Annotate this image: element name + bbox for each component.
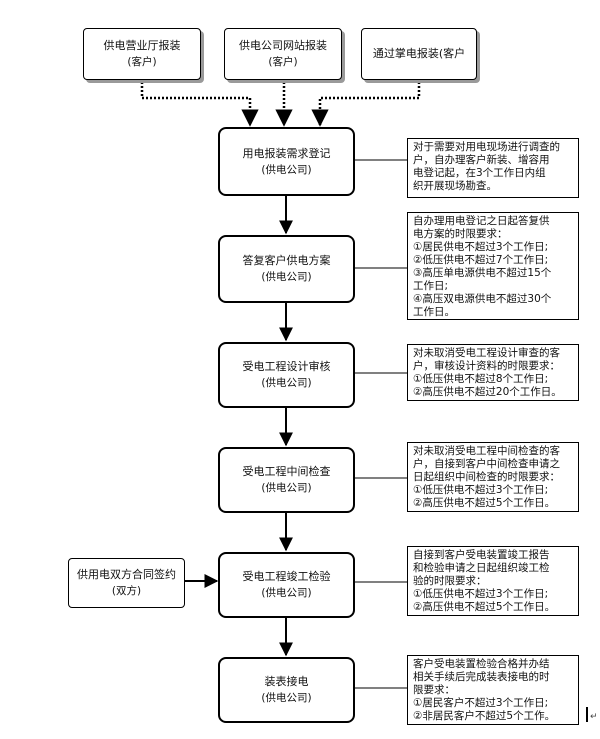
note-line: ①居民供电不超过3个工作日;	[413, 241, 549, 253]
step-label: 受电工程竣工检验	[242, 570, 331, 583]
step-sublabel: (供电公司)	[261, 271, 312, 283]
note-line: 户，自办理客户新装、增容用	[413, 154, 550, 166]
note-line: ②低压供电不超过7个工作日;	[413, 254, 549, 266]
source-label: 供电营业厅报装	[103, 39, 181, 52]
note-completion-inspection: 自接到客户受电装置竣工报告 和检验申请之日起组织竣工检 验的时限要求： ①低压供…	[407, 546, 579, 616]
step-sublabel: (供电公司)	[261, 163, 312, 176]
note-line: 日起组织中间检查的时限要求：	[413, 471, 560, 483]
paragraph-mark-icon: ↵	[590, 712, 598, 722]
note-line: 户，审核设计资料的时限要求：	[413, 360, 560, 372]
note-midway-inspection: 对未取消受电工程中间检查的客 户，自接到客户中间检查申请之 日起组织中间检查的时…	[407, 442, 579, 512]
note-line: ②高压供电不超过20个工作日。	[413, 386, 562, 398]
step-box-supply-plan: 答复客户供电方案 (供电公司)	[218, 235, 355, 303]
note-line: ①低压供电不超过3个工作日;	[413, 484, 549, 496]
note-line: ①低压供电不超过8个工作日;	[413, 373, 549, 385]
note-line: 工作日;	[413, 280, 449, 292]
step-box-design-review: 受电工程设计审核 (供电公司)	[218, 342, 355, 408]
note-design-review: 对未取消受电工程设计审查的客 户，审核设计资料的时限要求： ①低压供电不超过8个…	[407, 344, 579, 401]
step-box-completion-inspection: 受电工程竣工检验 (供电公司)	[218, 552, 355, 618]
text-cursor	[586, 707, 588, 722]
contract-label: 供用电双方合同签约	[77, 568, 176, 581]
note-line: 对未取消受电工程中间检查的客	[413, 445, 560, 457]
dotted-connector	[311, 82, 421, 127]
step-sublabel: (供电公司)	[261, 482, 312, 494]
note-line: 验的时限要求：	[413, 575, 487, 587]
contract-box: 供用电双方合同签约 (双方)	[68, 558, 185, 608]
step-sublabel: (供电公司)	[261, 692, 312, 704]
step-label: 受电工程设计审核	[242, 360, 331, 373]
note-registration: 对于需要对用电现场进行调查的 户，自办理客户新装、增容用 电登记起，在3个工作日…	[407, 138, 579, 198]
note-line: 相关手续后完成装表接电的时	[413, 671, 550, 683]
step-label: 装表接电	[264, 675, 309, 688]
step-label: 受电工程中间检查	[242, 465, 331, 478]
source-label: 通过掌电报装(客户	[372, 47, 466, 60]
step-label: 用电报装需求登记	[242, 146, 331, 160]
dotted-connector	[140, 82, 259, 127]
step-box-registration: 用电报装需求登记 (供电公司)	[218, 127, 355, 196]
note-line: ①居民客户不超过3个工作日;	[413, 697, 549, 709]
source-box-business-hall: 供电营业厅报装 (客户)	[83, 28, 201, 80]
note-line: ②非居民客户不超过5个工作。	[413, 710, 556, 722]
note-line: ②高压供电不超过5个工作日。	[413, 497, 556, 509]
note-line: ③高压单电源供电不超过15个	[413, 267, 552, 279]
note-line: 自接到客户受电装置竣工报告	[413, 549, 550, 561]
note-line: 对未取消受电工程设计审查的客	[413, 347, 560, 359]
note-line: 工作日。	[413, 306, 455, 318]
note-meter-installation: 客户受电装置检验合格并办结 相关手续后完成装表接电的时 限要求： ①居民客户不超…	[407, 655, 579, 725]
step-sublabel: (供电公司)	[261, 587, 312, 599]
source-label: 供电公司网站报装	[239, 39, 327, 52]
note-line: ①低压供电不超过3个工作日;	[413, 588, 549, 600]
note-line: ④高压双电源供电不超过30个	[413, 293, 552, 305]
note-supply-plan: 自办理用电登记之日起答复供 电方案的时限要求： ①居民供电不超过3个工作日; ②…	[407, 212, 579, 320]
note-line: 自办理用电登记之日起答复供	[413, 215, 550, 227]
note-line: 客户受电装置检验合格并办结	[413, 658, 550, 670]
note-line: 和检验申请之日起组织竣工检	[413, 562, 550, 574]
contract-sublabel: (双方)	[111, 585, 142, 597]
source-sublabel: (客户)	[127, 56, 157, 68]
note-line: 电方案的时限要求：	[413, 228, 508, 240]
source-box-website: 供电公司网站报装 (客户)	[224, 28, 342, 80]
source-sublabel: (客户)	[268, 56, 298, 68]
note-line: 户，自接到客户中间检查申请之	[413, 458, 560, 470]
note-line: 织开展现场勘查。	[413, 180, 497, 192]
step-label: 答复客户供电方案	[242, 254, 331, 267]
note-line: 对于需要对用电现场进行调查的	[413, 141, 560, 153]
source-box-mobile-app: 通过掌电报装(客户	[361, 28, 477, 80]
note-line: 电登记起，在3个工作日内组	[413, 167, 546, 179]
step-sublabel: (供电公司)	[261, 377, 312, 389]
note-line: ②高压供电不超过5个工作日。	[413, 601, 556, 613]
step-box-meter-installation: 装表接电 (供电公司)	[218, 657, 355, 723]
note-line: 限要求：	[413, 684, 455, 696]
step-box-midway-inspection: 受电工程中间检查 (供电公司)	[218, 447, 355, 513]
